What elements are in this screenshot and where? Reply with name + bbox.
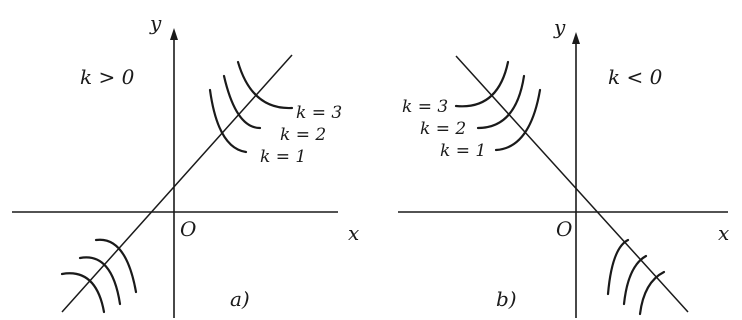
panel-b-diagonal-line xyxy=(455,55,689,313)
panel-a-y-arrow xyxy=(170,28,178,40)
panel-a-label-k1: k = 1 xyxy=(260,147,306,167)
panel-a-y-label: y xyxy=(149,11,162,35)
panel-a-caption: a) xyxy=(230,287,250,311)
panel-a-origin-label: O xyxy=(180,217,196,241)
panel-a-condition: k > 0 xyxy=(80,65,135,89)
panel-b-curve-k1-upper xyxy=(494,88,542,152)
panel-a-x-label: x xyxy=(348,221,359,245)
panel-b-label-k2: k = 2 xyxy=(420,119,466,139)
panel-a-curve-k1-lower xyxy=(94,238,138,294)
panel-b-x-label: x xyxy=(718,221,729,245)
panel-a-curve-k2-lower xyxy=(78,256,122,306)
panel-b: y x O k < 0 b) k = 3 k = 2 k = 1 xyxy=(398,15,729,318)
panel-a-diagonal-line xyxy=(61,54,293,313)
panel-b-curve-k3-upper xyxy=(454,60,510,108)
panel-b-label-k3: k = 3 xyxy=(402,97,448,117)
panel-a-curve-k3-lower xyxy=(60,272,106,314)
panel-b-origin-label: O xyxy=(556,217,572,241)
panel-b-curve-k3-lower xyxy=(638,270,666,316)
panel-a-label-k2: k = 2 xyxy=(280,125,326,145)
panel-a-curve-k3-upper xyxy=(236,60,294,110)
panel-a-label-k3: k = 3 xyxy=(296,103,342,123)
panel-b-curve-k1-lower xyxy=(606,238,630,296)
panel-b-y-label: y xyxy=(553,15,566,39)
panel-a-curve-k1-upper xyxy=(208,88,248,154)
panel-b-caption: b) xyxy=(496,287,517,311)
panel-a: y x O k > 0 a) k = 3 k = 2 k = 1 xyxy=(12,11,359,318)
panel-b-curve-k2-lower xyxy=(622,254,648,306)
panel-b-condition: k < 0 xyxy=(608,65,663,89)
panel-b-y-arrow xyxy=(572,32,580,44)
panel-b-curve-k2-upper xyxy=(476,74,526,130)
panel-a-curve-k2-upper xyxy=(222,74,262,130)
panel-b-label-k1: k = 1 xyxy=(440,141,486,161)
